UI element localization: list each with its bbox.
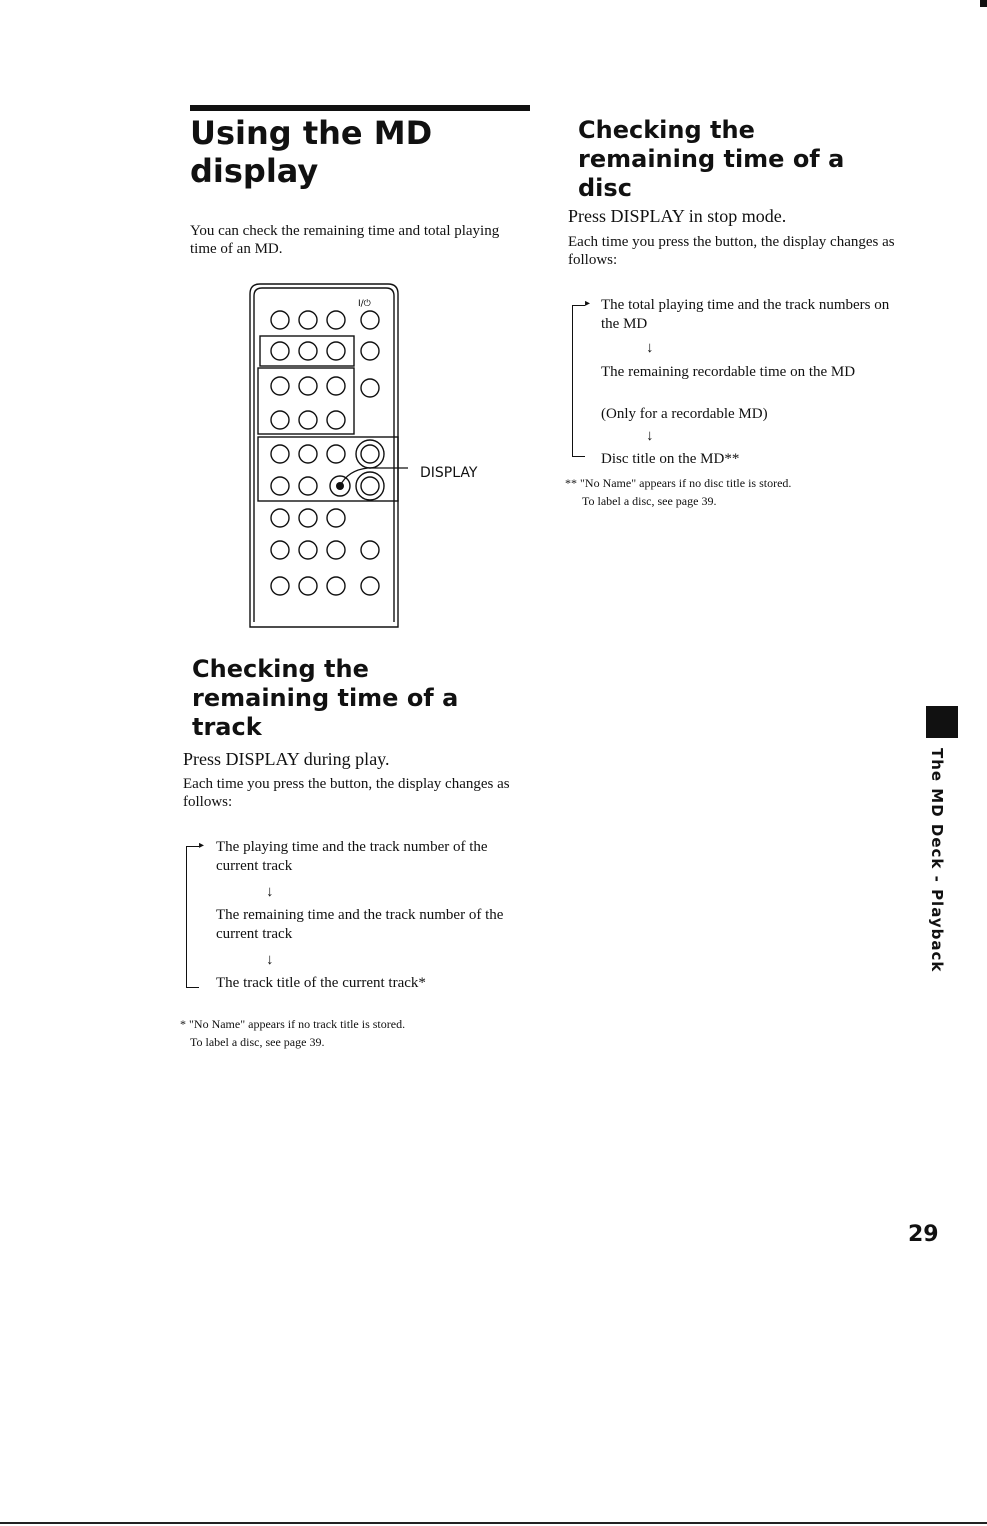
arrow-down-icon: ↓ (646, 340, 654, 356)
track-section-heading: Checking the remaining time of a track (192, 655, 459, 741)
corner-mark (980, 0, 987, 7)
disc-section-heading: Checking the remaining time of a disc (578, 116, 845, 202)
disc-lead: Press DISPLAY in stop mode. (568, 206, 787, 226)
disc-step-3: Disc title on the MD** (601, 451, 740, 467)
track-step-2: The remaining time and the track number … (216, 907, 504, 942)
disc-step-1: The total playing time and the track num… (601, 297, 890, 332)
page-number: 29 (908, 1222, 939, 1247)
track-footnote: * "No Name" appears if no track title is… (180, 1017, 406, 1031)
page-title: Using the MD display (190, 114, 433, 190)
display-callout-label: DISPLAY (420, 465, 478, 481)
track-flow-bracket (186, 846, 199, 988)
disc-footnote: ** "No Name" appears if no disc title is… (565, 476, 792, 490)
track-description: Each time you press the button, the disp… (183, 776, 510, 810)
remote-control-icon: I/⏻ (249, 283, 418, 628)
track-step-3: The track title of the current track* (216, 975, 426, 991)
intro-text: You can check the remaining time and tot… (190, 223, 500, 257)
arrow-down-icon: ↓ (266, 952, 274, 968)
track-step-1: The playing time and the track number of… (216, 839, 488, 874)
disc-step-2: The remaining recordable time on the MD (601, 364, 856, 380)
track-lead: Press DISPLAY during play. (183, 749, 390, 769)
track-flow-arrow-icon: ▸ (199, 840, 205, 851)
power-label: I/⏻ (358, 298, 371, 309)
disc-footnote-ref: To label a disc, see page 39. (582, 494, 717, 508)
title-rule (190, 105, 530, 111)
bottom-rule (0, 1522, 987, 1524)
disc-flow-arrow-icon: ▸ (585, 298, 591, 309)
track-footnote-ref: To label a disc, see page 39. (190, 1035, 325, 1049)
remote-control-illustration: I/⏻ (248, 282, 418, 637)
disc-description: Each time you press the button, the disp… (568, 234, 895, 268)
arrow-down-icon: ↓ (646, 428, 654, 444)
disc-step-2-note: (Only for a recordable MD) (601, 406, 768, 422)
disc-flow-bracket (572, 305, 585, 457)
arrow-down-icon: ↓ (266, 884, 274, 900)
section-tab-marker (926, 706, 958, 738)
section-tab-label: The MD Deck - Playback (928, 748, 946, 973)
